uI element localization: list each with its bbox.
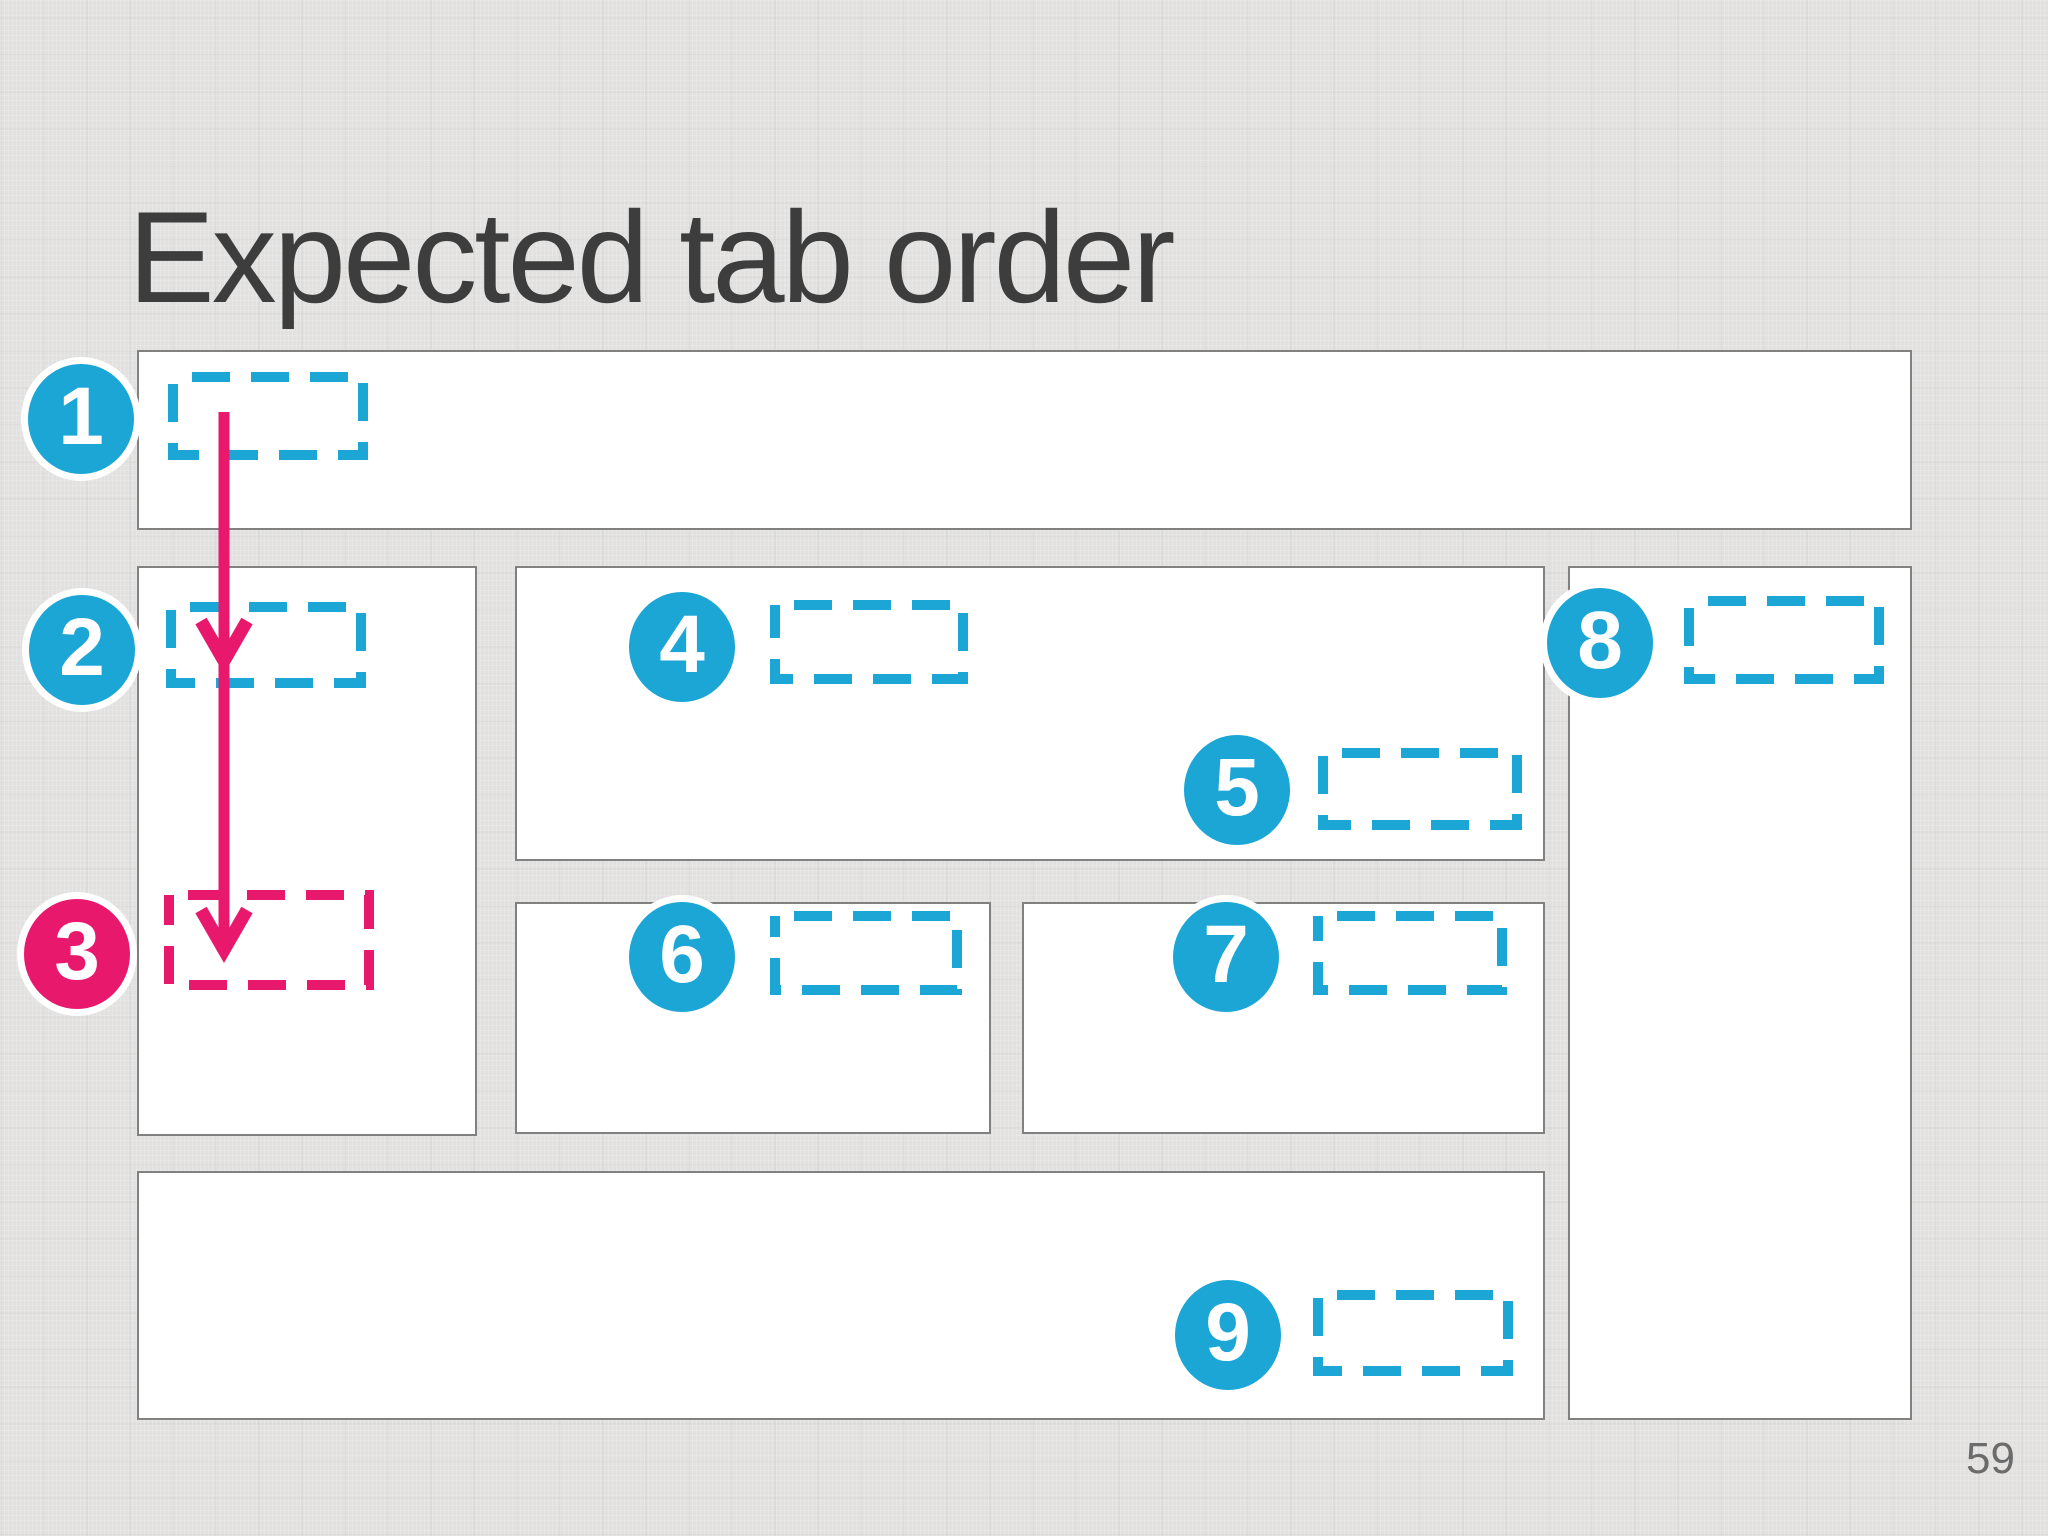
tab-target-4-outline <box>770 600 968 684</box>
tab-target-1-outline <box>168 372 368 460</box>
tab-stop-9-badge: 9 <box>1168 1273 1288 1397</box>
wireframe-footer-panel <box>137 1171 1545 1420</box>
tab-target-9-outline <box>1313 1290 1513 1376</box>
tab-stop-5-badge: 5 <box>1177 728 1297 852</box>
tab-stop-1-badge: 1 <box>21 357 141 481</box>
tab-stop-7-badge: 7 <box>1166 895 1286 1019</box>
tab-target-6-outline <box>770 911 962 995</box>
slide-title: Expected tab order <box>128 184 1175 331</box>
tab-target-2-outline <box>166 602 366 688</box>
wireframe-right-sidebar-panel <box>1568 566 1912 1420</box>
tab-stop-3-badge: 3 <box>17 892 137 1016</box>
tab-stop-8-badge: 8 <box>1540 581 1660 705</box>
wireframe-content-left-panel <box>515 902 991 1134</box>
wireframe-left-sidebar-panel <box>137 566 477 1136</box>
page-number: 59 <box>1966 1434 2015 1483</box>
tab-target-8-outline <box>1684 596 1884 684</box>
tab-target-3-outline <box>164 890 374 990</box>
wireframe-header-panel <box>137 350 1912 530</box>
tab-target-7-outline <box>1313 911 1507 995</box>
tab-stop-4-badge: 4 <box>622 585 742 709</box>
tab-target-5-outline <box>1318 748 1522 830</box>
tab-stop-6-badge: 6 <box>622 895 742 1019</box>
tab-stop-2-badge: 2 <box>22 588 142 712</box>
